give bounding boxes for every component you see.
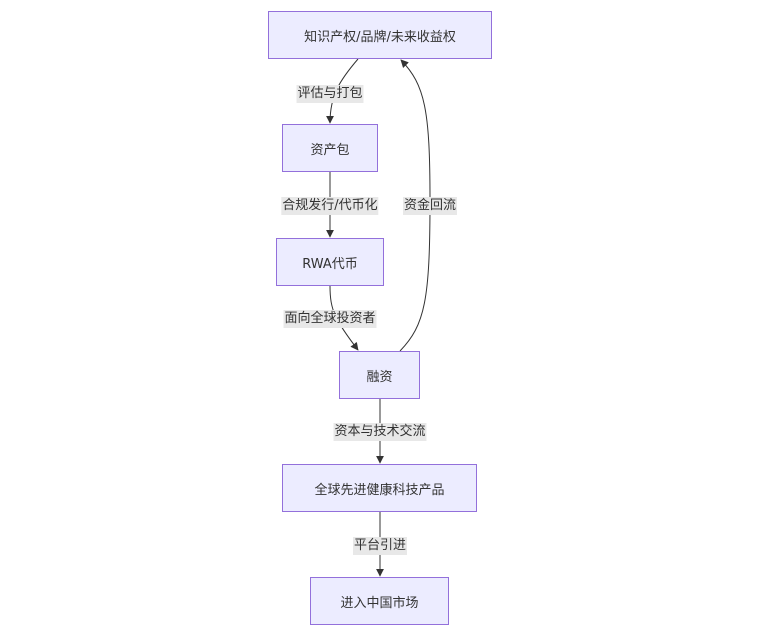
node-label: 知识产权/品牌/未来收益权 — [304, 29, 456, 45]
node-ip-brand-future-income: 知识产权/品牌/未来收益权 — [268, 11, 492, 59]
node-label: 融资 — [366, 369, 393, 385]
node-financing: 融资 — [339, 351, 420, 399]
node-asset-package: 资产包 — [282, 124, 378, 172]
node-label: RWA代币 — [302, 256, 358, 272]
edge-label-capital-return: 资金回流 — [402, 197, 458, 215]
node-label: 进入中国市场 — [340, 595, 419, 611]
node-china-market: 进入中国市场 — [310, 577, 449, 625]
node-health-tech-products: 全球先进健康科技产品 — [282, 464, 477, 512]
edge-label-global-investors: 面向全球投资者 — [283, 310, 377, 328]
node-label: 全球先进健康科技产品 — [314, 482, 445, 498]
node-rwa-token: RWA代币 — [276, 238, 384, 286]
edge-label-evaluate-package: 评估与打包 — [296, 85, 364, 103]
edge-label-capital-tech-exchange: 资本与技术交流 — [333, 423, 427, 441]
node-label: 资产包 — [310, 142, 350, 158]
edge-label-compliant-issuance: 合规发行/代币化 — [281, 197, 379, 215]
edge-label-platform-import: 平台引进 — [352, 537, 408, 555]
